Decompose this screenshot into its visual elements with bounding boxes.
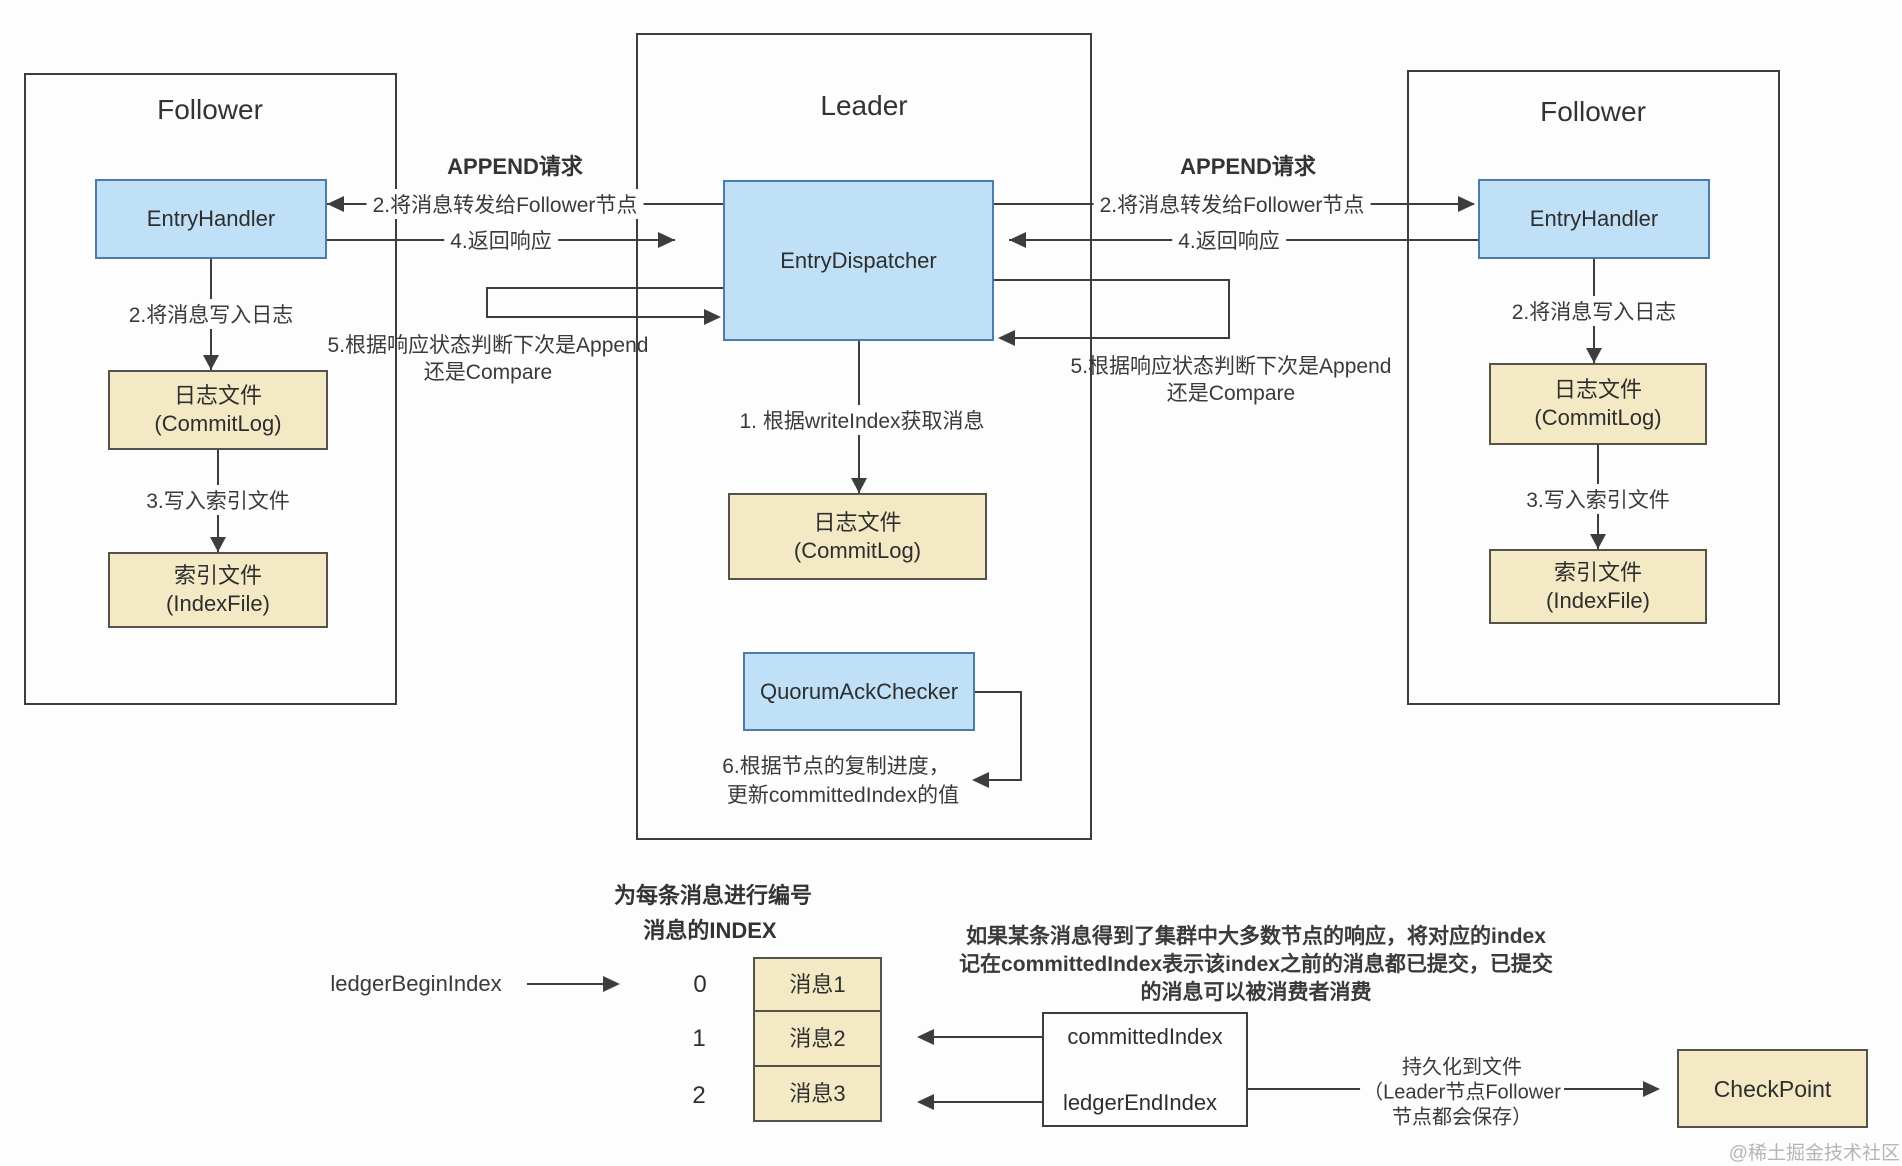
connector-ledger-begin <box>527 983 606 985</box>
write-index-label-right: 3.写入索引文件 <box>1520 484 1676 514</box>
arrowhead-committed-to-msg2 <box>917 1029 934 1045</box>
arrowhead-response-left <box>658 232 675 248</box>
connector-quorum-loop-side <box>1020 691 1022 780</box>
quorum-ack-checker-box: QuorumAckChecker <box>743 652 975 731</box>
commit-note-text: 如果某条消息得到了集群中大多数节点的响应，将对应的index 记在committ… <box>959 923 1553 1007</box>
commitlog-left-line2: (CommitLog) <box>154 411 282 436</box>
indexfile-right-line1: 索引文件 <box>1553 559 1642 585</box>
committed-index-label: committedIndex <box>1067 1024 1223 1049</box>
indexfile-left-line1: 索引文件 <box>173 563 262 588</box>
append-request-label-right: APPEND请求 <box>1180 154 1316 179</box>
judge-label-right-line2: 还是Compare <box>1166 382 1296 405</box>
connector-queue-left-top <box>486 287 723 289</box>
index-title: 消息的INDEX <box>643 918 777 943</box>
commit-note-line2: 记在committedIndex表示该index之前的消息都已提交，已提交 <box>959 953 1553 976</box>
connector-queue-right-bottom <box>1012 337 1230 339</box>
connector-committed-to-msg2 <box>930 1036 1042 1038</box>
commitlog-left-box: 日志文件 (CommitLog) <box>108 370 328 450</box>
persist-note-line1: 持久化到文件 <box>1398 1056 1525 1079</box>
arrowhead-down-indexfile-right <box>1590 534 1606 549</box>
follower-left-title: Follower <box>157 94 263 125</box>
connector-queue-right-top <box>994 279 1230 281</box>
write-log-label-right: 2.将消息写入日志 <box>1505 296 1683 326</box>
judge-label-left-line1: 5.根据响应状态判断下次是Append <box>327 334 649 357</box>
leader-container <box>636 33 1092 840</box>
indexfile-left-box: 索引文件 (IndexFile) <box>108 552 328 628</box>
commitlog-leader-line1: 日志文件 <box>813 509 902 535</box>
arrowhead-down-commitlog-leader <box>851 478 867 493</box>
write-index-label-left: 3.写入索引文件 <box>140 485 296 515</box>
watermark-text: @稀土掘金技术社区 <box>1728 1143 1900 1164</box>
response-label-right: 4.返回响应 <box>1172 225 1286 255</box>
commitlog-leader-line2: (CommitLog) <box>793 537 922 563</box>
ledger-begin-index-label: ledgerBeginIndex <box>330 971 502 996</box>
commitlog-right-line2: (CommitLog) <box>1534 405 1662 430</box>
quorum-note-line1: 6.根据节点的复制进度， <box>722 755 950 778</box>
write-log-label-left: 2.将消息写入日志 <box>122 299 300 329</box>
commitlog-left-line1: 日志文件 <box>173 383 262 408</box>
arrowhead-down-indexfile-left <box>210 537 226 552</box>
index-digit-0: 0 <box>693 971 707 998</box>
entry-handler-right-box: EntryHandler <box>1478 179 1710 259</box>
message-cell-3: 消息3 <box>753 1065 882 1122</box>
index-pointer-box <box>1042 1012 1248 1127</box>
persist-note-text: 持久化到文件 （Leader节点Follower 节点都会保存） <box>1360 1056 1564 1131</box>
arrowhead-ledger-begin <box>603 976 620 992</box>
persist-note-line2: （Leader节点Follower <box>1360 1081 1564 1104</box>
persist-note-line3: 节点都会保存） <box>1388 1106 1535 1129</box>
connector-quorum-loop-bottom <box>985 779 1022 781</box>
commitlog-right-line1: 日志文件 <box>1553 377 1642 402</box>
message-cell-2: 消息2 <box>753 1010 882 1067</box>
connector-queue-left-side <box>486 287 488 318</box>
connector-queue-right-side <box>1228 279 1230 339</box>
arrowhead-forward-left <box>327 196 344 212</box>
get-message-label: 1. 根据writeIndex获取消息 <box>733 405 991 435</box>
arrowhead-down-commitlog-right <box>1586 348 1602 363</box>
arrowhead-to-checkpoint <box>1643 1081 1660 1097</box>
judge-label-left-line2: 还是Compare <box>423 361 553 384</box>
entry-handler-left-box: EntryHandler <box>95 179 327 259</box>
entry-dispatcher-box: EntryDispatcher <box>723 180 994 341</box>
message-cell-1: 消息1 <box>753 957 882 1012</box>
commit-note-line3: 的消息可以被消费者消费 <box>1140 981 1372 1004</box>
commitlog-right-box: 日志文件 (CommitLog) <box>1489 363 1707 445</box>
indexfile-right-box: 索引文件 (IndexFile) <box>1489 549 1707 624</box>
judge-label-left: 5.根据响应状态判断下次是Append 还是Compare <box>328 332 649 386</box>
commit-note-line1: 如果某条消息得到了集群中大多数节点的响应，将对应的index <box>966 925 1546 948</box>
ledger-end-index-label: ledgerEndIndex <box>1062 1090 1218 1115</box>
connector-queue-left-bottom <box>486 316 706 318</box>
follower-left-container <box>24 73 397 705</box>
follower-right-container <box>1407 70 1780 705</box>
judge-label-right: 5.根据响应状态判断下次是Append 还是Compare <box>1071 353 1392 407</box>
response-label-left: 4.返回响应 <box>444 225 558 255</box>
arrowhead-forward-right <box>1458 196 1475 212</box>
arrowhead-quorum-loop <box>972 772 989 788</box>
append-request-label-left: APPEND请求 <box>447 154 583 179</box>
connector-quorum-loop-top <box>975 691 1022 693</box>
follower-right-title: Follower <box>1540 96 1646 127</box>
arrowhead-down-commitlog-left <box>203 355 219 370</box>
checkpoint-box: CheckPoint <box>1677 1049 1868 1128</box>
connector-ledgerend-to-msg3 <box>930 1101 1042 1103</box>
arrowhead-response-right <box>1009 232 1026 248</box>
indexfile-right-line2: (IndexFile) <box>1546 587 1650 613</box>
indexfile-left-line2: (IndexFile) <box>166 591 270 616</box>
commitlog-leader-box: 日志文件 (CommitLog) <box>728 493 987 580</box>
arrowhead-queue-left <box>704 309 721 325</box>
judge-label-right-line1: 5.根据响应状态判断下次是Append <box>1070 355 1392 378</box>
index-digit-1: 1 <box>692 1025 706 1052</box>
forward-label-left: 2.将消息转发给Follower节点 <box>366 189 644 219</box>
arrowhead-ledgerend-to-msg3 <box>917 1094 934 1110</box>
leader-title: Leader <box>820 90 908 121</box>
quorum-note-line2: 更新committedIndex的值 <box>726 784 960 807</box>
forward-label-right: 2.将消息转发给Follower节点 <box>1093 189 1371 219</box>
numbering-title: 为每条消息进行编号 <box>613 883 813 908</box>
arrowhead-queue-right <box>998 330 1015 346</box>
index-digit-2: 2 <box>692 1082 706 1109</box>
